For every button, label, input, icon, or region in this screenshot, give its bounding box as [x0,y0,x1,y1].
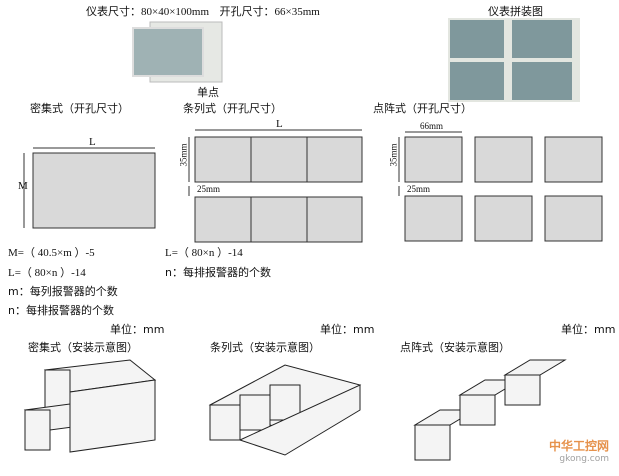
dense-install-title: 密集式（安装示意图） [28,341,138,354]
strip-install-drawing [208,364,362,456]
formula-note: m：每列报警器的个数 [8,285,118,298]
strip-install-title: 条列式（安装示意图） [210,341,320,354]
size-value: 80×40×100mm [141,6,210,18]
formula: L=（ 80×n ）-14 [165,247,243,259]
dense-install-drawing [23,359,157,453]
matrix-cutout-diagram [398,131,603,242]
matrix-install-title: 点阵式（安装示意图） [400,341,510,354]
watermark-url: gkong.com [559,454,609,464]
cutout-label: 开孔尺寸： [219,5,275,18]
dense-cutout-diagram [23,147,156,229]
matrix-install-drawing [413,359,567,461]
dense-L-label: L [89,136,96,148]
single-caption: 单点 [197,86,219,99]
matrix-66-label: 66mm [420,121,444,131]
cutout-value: 66×35mm [274,6,320,18]
unit-label: 单位：mm [561,323,616,336]
matrix-25-label: 25mm [407,184,431,194]
assembly-image [448,18,580,102]
strip-cutout-title: 条列式（开孔尺寸） [183,102,282,115]
matrix-35-label: 35mm [388,143,399,167]
formula: M=（ 40.5×m ）-5 [8,247,95,259]
unit-label: 单位：mm [320,323,375,336]
formula-note: n：每排报警器的个数 [8,304,114,317]
formula-note: n：每排报警器的个数 [165,266,271,279]
dense-cutout-title: 密集式（开孔尺寸） [30,102,129,115]
strip-25-label: 25mm [197,184,221,194]
size-spec: 仪表尺寸：80×40×100mm 开孔尺寸：66×35mm [86,3,320,19]
strip-35-label: 35mm [178,143,189,167]
size-label: 仪表尺寸： [86,5,141,18]
watermark-brand: 中华工控网 [548,439,609,453]
strip-L-label: L [276,118,283,130]
matrix-cutout-title: 点阵式（开孔尺寸） [373,102,472,115]
unit-label: 单位：mm [110,323,165,336]
single-meter-image [132,21,223,83]
dense-M-label: M [18,180,28,192]
strip-cutout-diagram [188,129,363,243]
assembly-title: 仪表拼装图 [488,5,543,18]
formula: L=（ 80×n ）-14 [8,267,86,279]
